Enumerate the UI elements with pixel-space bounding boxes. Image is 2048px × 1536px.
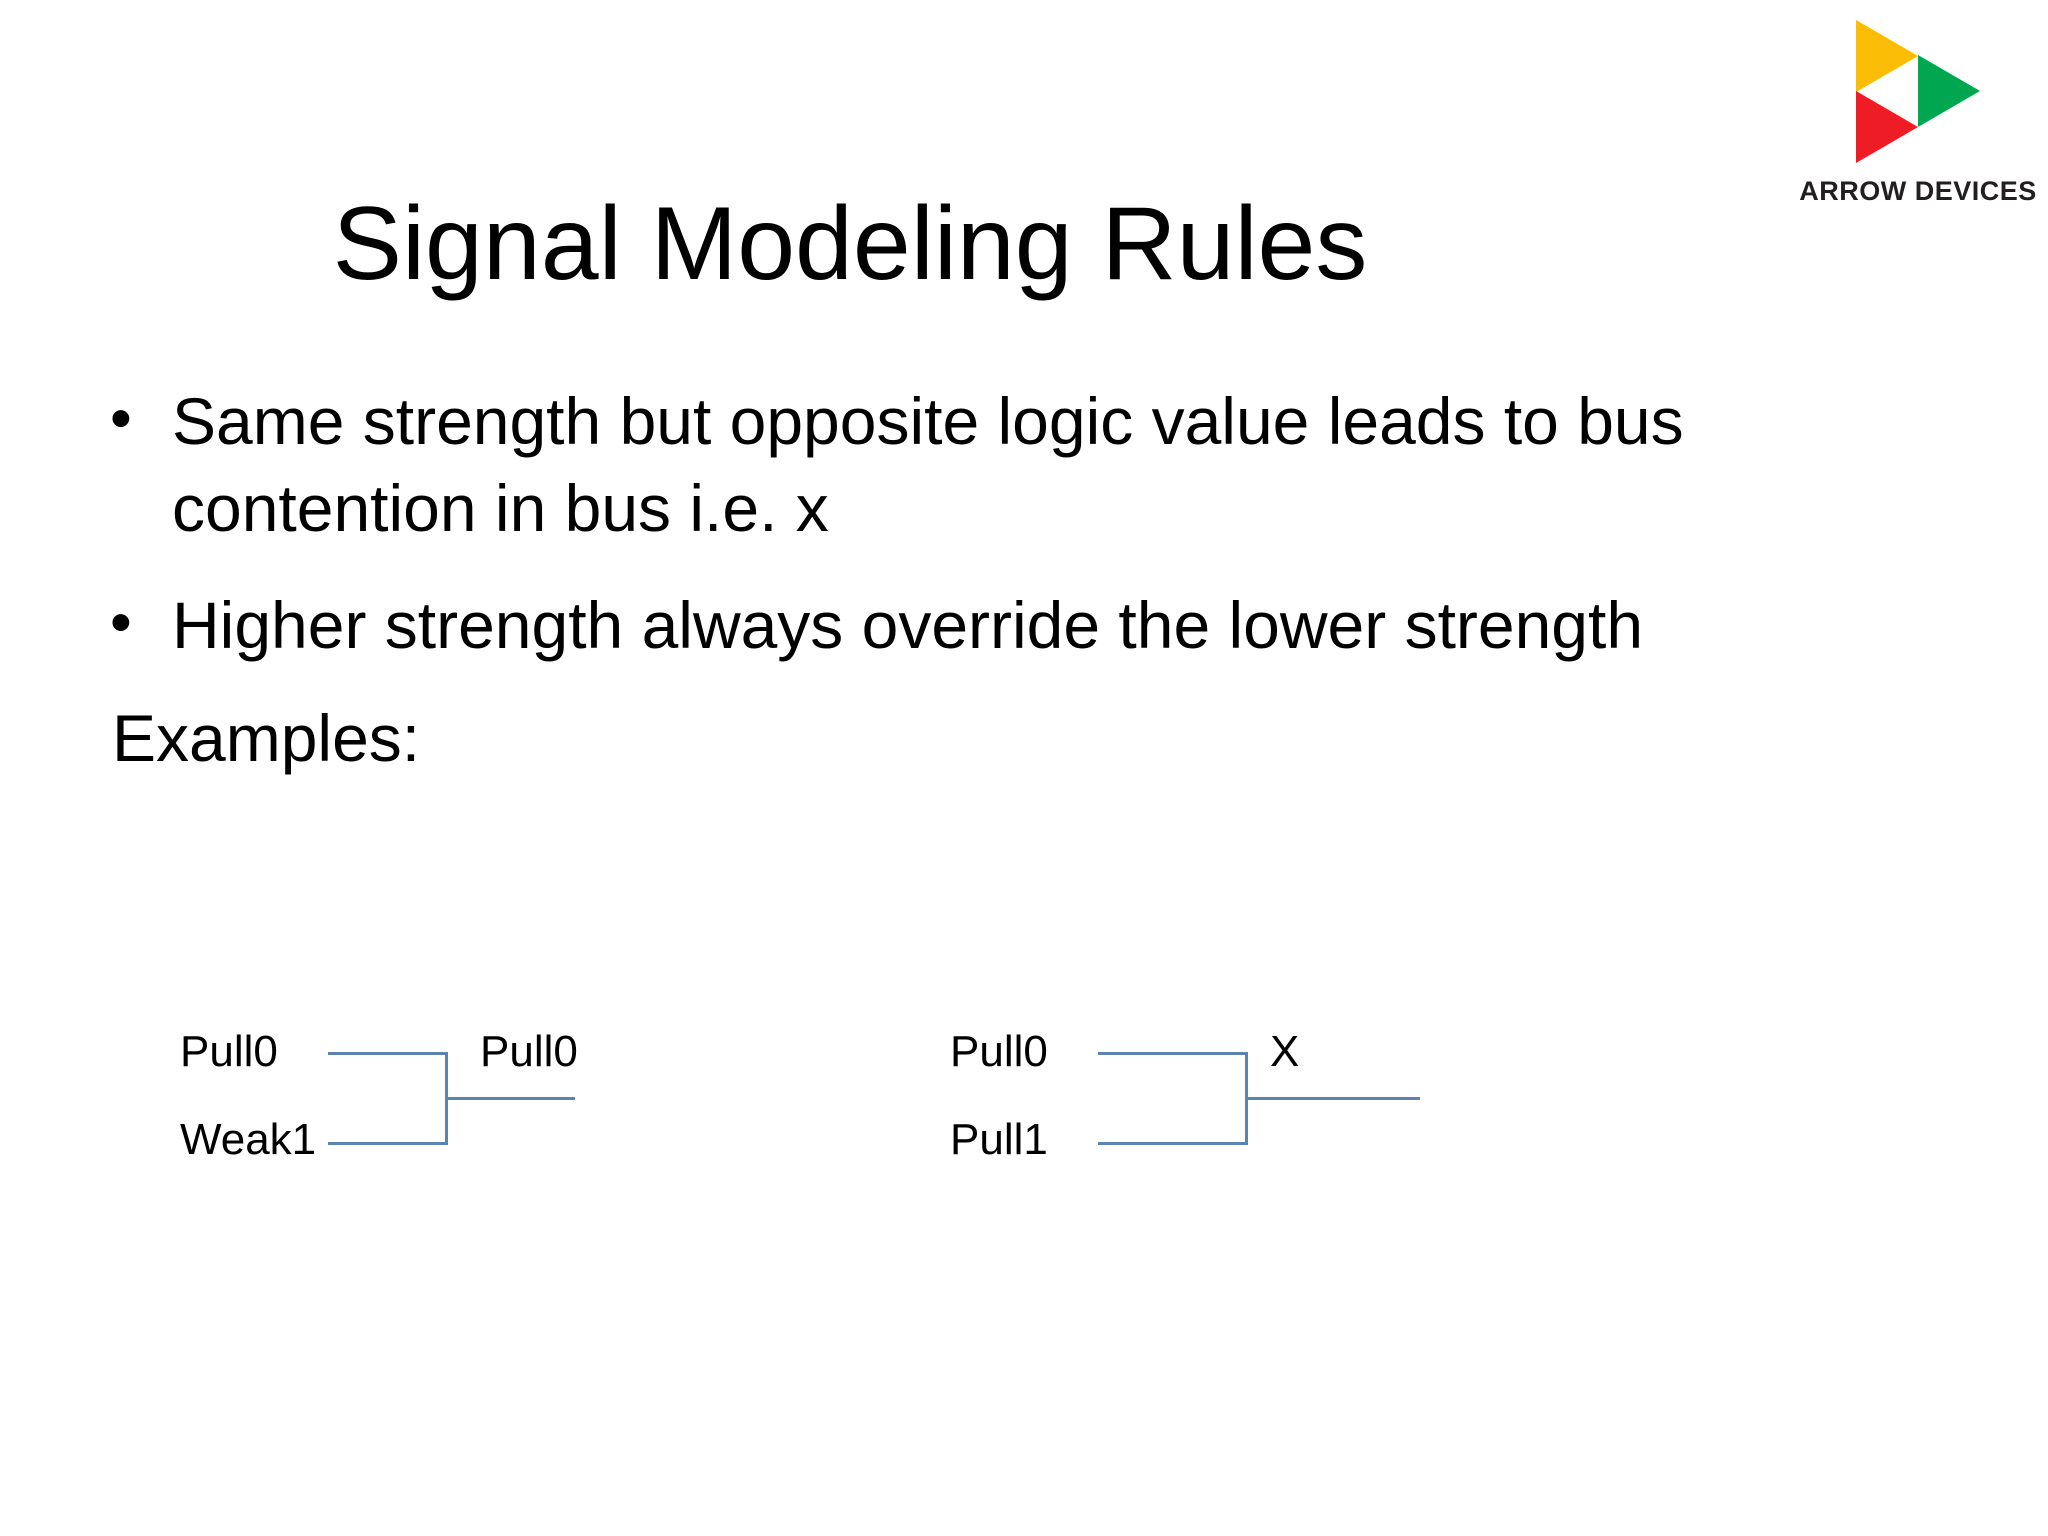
bullet-text: Higher strength always override the lowe… [172,588,1644,663]
bullet-marker-icon: • [110,384,132,453]
diagram-input-bottom-label: Weak1 [180,1115,317,1164]
diagram-input-bottom-label: Pull1 [950,1115,1048,1164]
examples-label: Examples: [112,701,421,776]
diagram-output-label: Pull0 [480,1027,578,1076]
bullet-marker-icon: • [110,588,132,658]
wire-input-top [328,1052,448,1055]
bullet-text: Same strength but opposite logic value l… [172,384,1684,546]
wire-input-bottom [1098,1142,1248,1145]
bullet-item: • Higher strength always override the lo… [110,582,1960,669]
page-title: Signal Modeling Rules [332,185,1368,302]
logo-triangle-yellow-icon [1856,20,1918,92]
wire-input-bottom [328,1142,448,1145]
examples-diagrams: Pull0 Weak1 Pull0 Pull0 Pull1 X [0,1020,2048,1220]
wire-output [445,1097,575,1100]
arrow-play-triangle-icon [1856,18,1996,163]
wire-output [1245,1097,1420,1100]
logo-wordmark: ARROW DEVICES [1799,176,2037,206]
logo-triangle-green-icon [1918,55,1980,127]
diagram-example-2: Pull0 Pull1 X [950,1020,1470,1200]
diagram-input-top-label: Pull0 [950,1027,1048,1076]
diagram-example-1: Pull0 Weak1 Pull0 [180,1020,700,1200]
diagram-output-label: X [1270,1027,1300,1076]
arrow-devices-logo: ARROW DEVICES [1798,8,2038,238]
logo-triangle-red-icon [1856,91,1918,163]
diagram-input-top-label: Pull0 [180,1027,278,1076]
wire-input-top [1098,1052,1248,1055]
bullet-item: • Same strength but opposite logic value… [110,378,1960,552]
slide-body: • Same strength but opposite logic value… [110,378,1960,779]
